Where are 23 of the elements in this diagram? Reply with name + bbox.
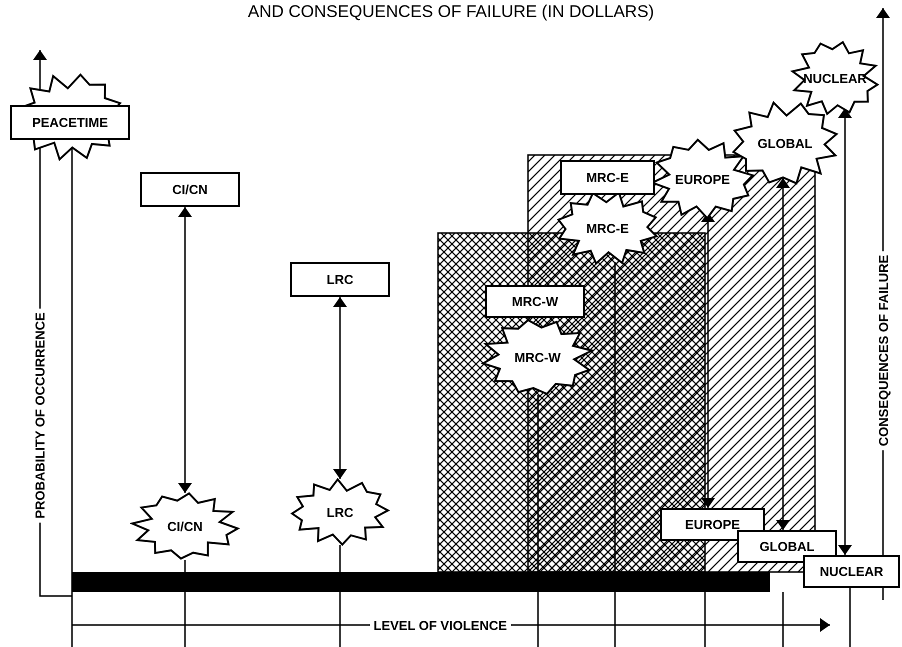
axis-label: PROBABILITY OF OCCURRENCE bbox=[32, 308, 48, 522]
scenario-label: EUROPE bbox=[675, 172, 730, 186]
double-arrow bbox=[178, 207, 192, 493]
scenario-label: MRC-W bbox=[514, 350, 561, 364]
scenario-label: CI/CN bbox=[167, 518, 203, 534]
scenario-label: NUCLEAR bbox=[803, 555, 900, 588]
double-arrow bbox=[838, 108, 852, 555]
double-arrow bbox=[333, 297, 347, 479]
scenario-label: MRC-E bbox=[560, 160, 655, 195]
baseline-bar bbox=[72, 572, 770, 592]
axis-label: CONSEQUENCES OF FAILURE bbox=[876, 250, 891, 450]
chart-title: AND CONSEQUENCES OF FAILURE (IN DOLLARS) bbox=[246, 2, 656, 22]
axis-label: LEVEL OF VIOLENCE bbox=[370, 618, 511, 632]
double-arrow bbox=[776, 178, 790, 530]
scenario-label: LRC bbox=[290, 262, 390, 297]
scenario-label: GLOBAL bbox=[758, 136, 812, 150]
scenario-label: GLOBAL bbox=[737, 530, 837, 563]
scenario-label: LRC bbox=[326, 504, 354, 520]
scenario-label: PEACETIME bbox=[10, 105, 130, 140]
scenario-label: EUROPE bbox=[660, 508, 765, 541]
scenario-label: MRC-W bbox=[485, 285, 585, 318]
scenario-label: MRC-E bbox=[586, 220, 629, 236]
scenario-label: CI/CN bbox=[140, 172, 240, 207]
